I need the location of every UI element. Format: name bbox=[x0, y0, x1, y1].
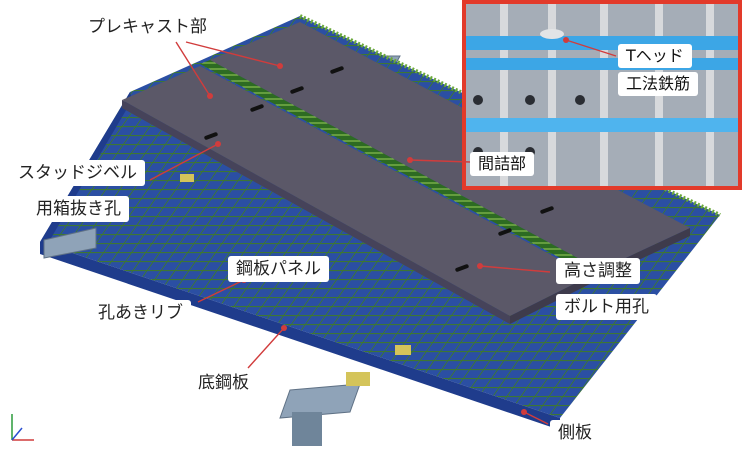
bolt-hole bbox=[290, 86, 304, 94]
label-side-plate: 側板 bbox=[550, 420, 600, 446]
girder-front bbox=[279, 383, 361, 419]
bolt-hole bbox=[498, 228, 512, 236]
rebar-blue bbox=[466, 36, 738, 50]
leader-lines bbox=[149, 39, 617, 425]
inset-hole bbox=[575, 95, 585, 105]
label-precast: プレキャスト部 bbox=[80, 14, 215, 40]
gap-fill-strip bbox=[200, 60, 600, 274]
girder-web bbox=[292, 412, 322, 446]
rebar-vertical bbox=[500, 4, 508, 186]
bolt-hole bbox=[204, 132, 218, 140]
label-height-2: ボルト用孔 bbox=[556, 294, 657, 320]
rebar-blue bbox=[466, 118, 738, 132]
inset-hole bbox=[525, 95, 535, 105]
axis-z bbox=[11, 427, 23, 441]
bearing-pad bbox=[346, 372, 370, 386]
precast-panel-lower bbox=[122, 66, 590, 316]
precast-panel-lower-edge bbox=[510, 276, 590, 324]
precast-panel-upper bbox=[210, 22, 690, 270]
label-stud-1: スタッドジベル bbox=[10, 160, 145, 186]
t-head bbox=[540, 29, 564, 39]
label-t-head-1: Tヘッド bbox=[618, 44, 692, 68]
label-t-head-2: 工法鉄筋 bbox=[618, 72, 699, 96]
girder-left bbox=[43, 227, 97, 259]
label-stud-2: 用箱抜き孔 bbox=[28, 196, 129, 222]
label-perforated-rib: 孔あきリブ bbox=[90, 300, 191, 326]
inset-hole bbox=[473, 95, 483, 105]
bearing-pad bbox=[395, 345, 411, 355]
bolt-hole bbox=[455, 264, 469, 272]
label-gap-fill: 間詰部 bbox=[470, 152, 535, 176]
bolt-hole bbox=[250, 104, 264, 112]
rebar-vertical bbox=[600, 4, 608, 186]
bearing-pad bbox=[180, 174, 194, 182]
label-steel-panel: 鋼板パネル bbox=[228, 256, 329, 282]
rebar-blue bbox=[466, 58, 738, 70]
label-bottom-plate: 底鋼板 bbox=[190, 370, 257, 396]
precast-panel-lower-side bbox=[122, 100, 510, 324]
rebar-vertical bbox=[706, 4, 714, 186]
rebar-vertical bbox=[548, 4, 556, 186]
bolt-hole bbox=[540, 206, 554, 214]
side-plate-front bbox=[40, 242, 560, 430]
label-height-1: 高さ調整 bbox=[556, 258, 640, 284]
bolt-hole bbox=[330, 66, 344, 74]
